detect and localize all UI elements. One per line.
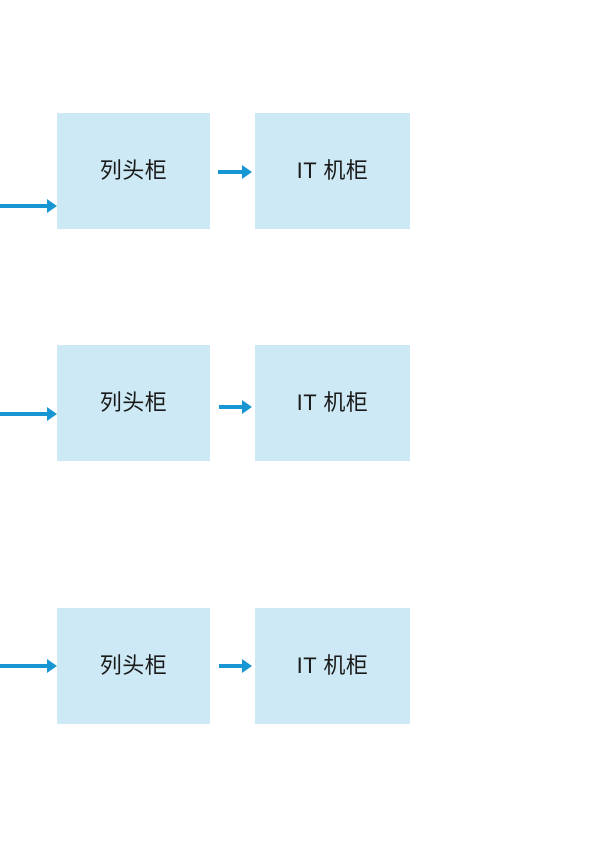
node-label: 列头柜 xyxy=(99,390,168,415)
arrow-connector xyxy=(219,398,252,416)
node-label: IT 机柜 xyxy=(296,653,369,678)
node-box[interactable]: 列头柜 xyxy=(57,608,210,724)
arrow-inbound xyxy=(0,405,57,423)
node-label: 列头柜 xyxy=(99,653,168,678)
node-box[interactable]: IT 机柜 xyxy=(255,608,410,724)
arrow-inbound xyxy=(0,197,57,215)
node-box[interactable]: 列头柜 xyxy=(57,113,210,229)
node-label: IT 机柜 xyxy=(296,390,369,415)
arrow-inbound xyxy=(0,657,57,675)
node-box[interactable]: 列头柜 xyxy=(57,345,210,461)
node-label: IT 机柜 xyxy=(296,158,369,183)
node-label: 列头柜 xyxy=(99,158,168,183)
node-box[interactable]: IT 机柜 xyxy=(255,113,410,229)
arrow-connector xyxy=(219,657,252,675)
node-box[interactable]: IT 机柜 xyxy=(255,345,410,461)
arrow-connector xyxy=(218,163,252,181)
